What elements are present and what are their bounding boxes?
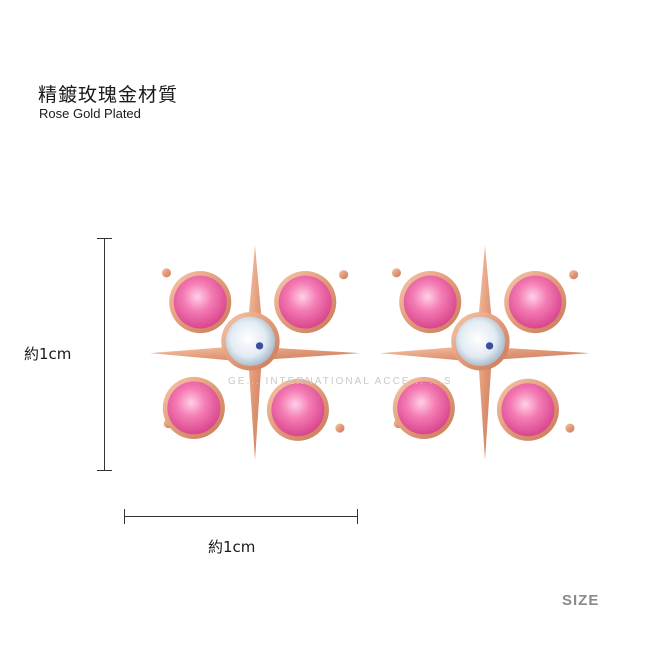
horizontal-dimension-label: 約1cm	[208, 538, 256, 556]
right-earring-image	[380, 235, 590, 475]
horizontal-dimension-cap-left	[124, 509, 125, 524]
watermark-text: GE... INTERNATIONAL ACCE... ...S	[228, 376, 453, 387]
size-label: SIZE	[562, 592, 600, 609]
title-chinese: 精鍍玫瑰金材質	[38, 84, 179, 106]
horizontal-dimension-line	[124, 516, 357, 517]
title-english: Rose Gold Plated	[39, 106, 141, 121]
horizontal-dimension-cap-right	[357, 509, 358, 524]
vertical-dimension-line	[104, 238, 105, 470]
vertical-dimension-label: 約1cm	[24, 345, 72, 363]
left-earring-image	[150, 235, 360, 475]
vertical-dimension-cap-bottom	[97, 470, 112, 471]
vertical-dimension-cap-top	[97, 238, 112, 239]
